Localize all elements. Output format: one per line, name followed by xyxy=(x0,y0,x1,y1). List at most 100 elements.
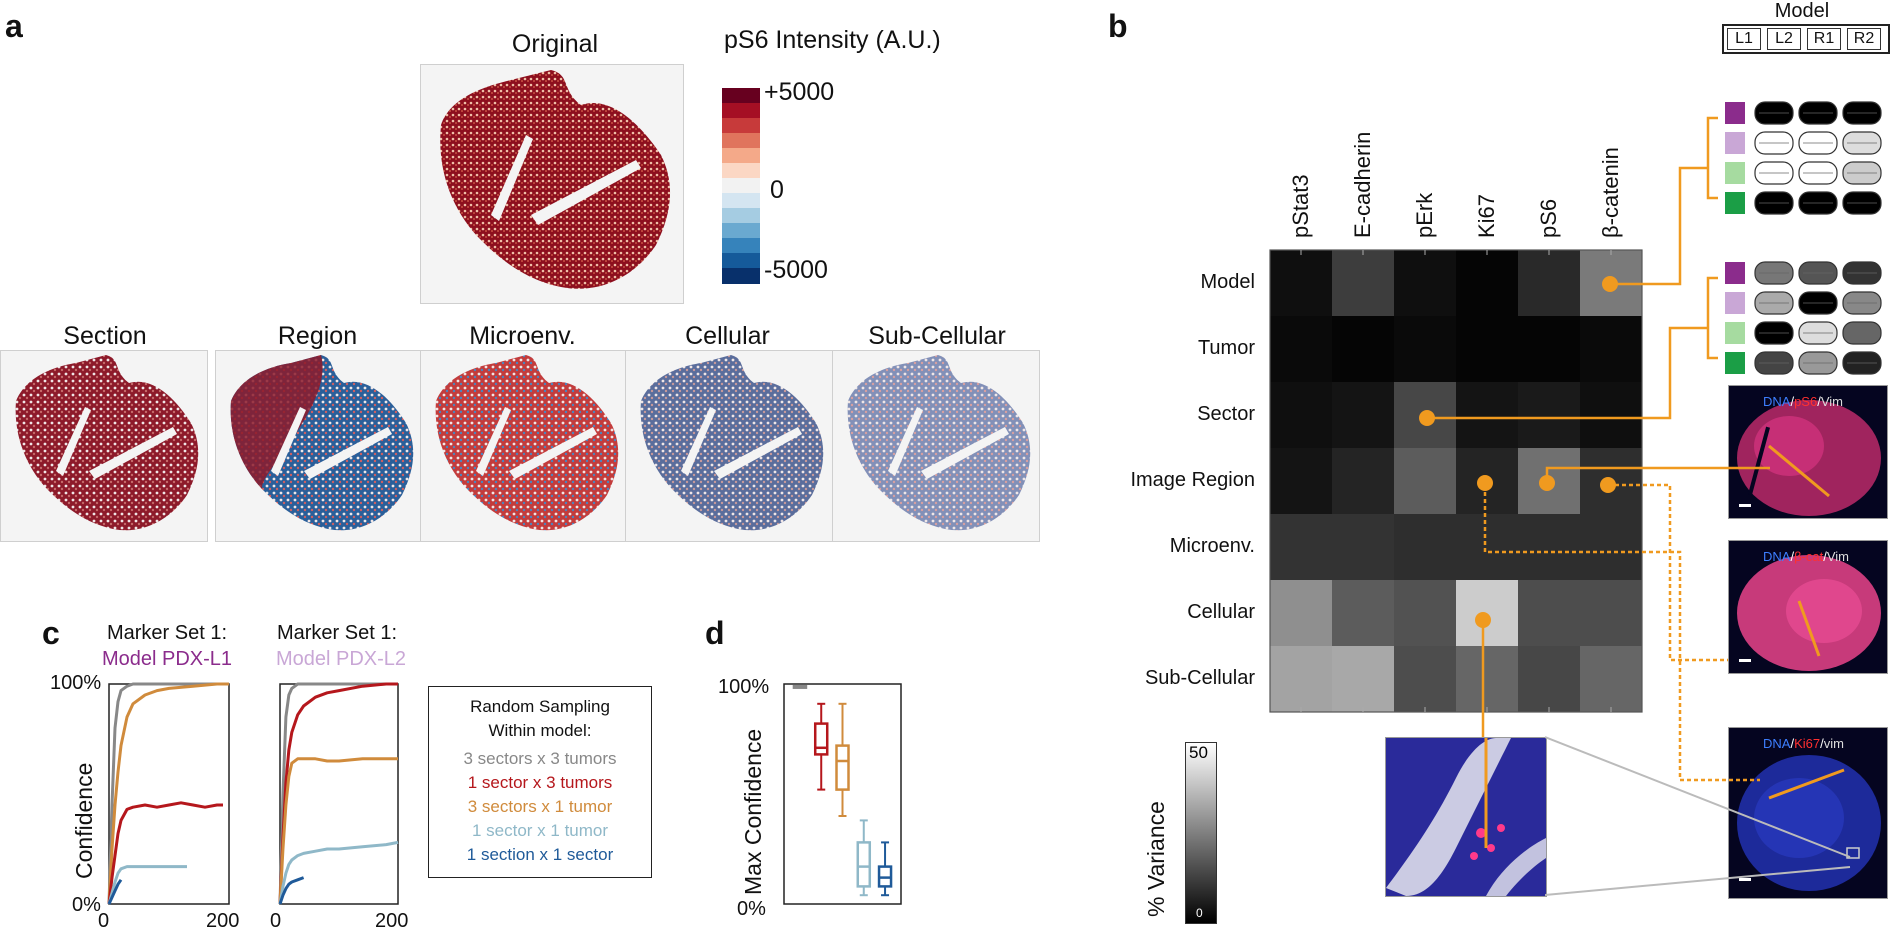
heatmap-cell xyxy=(1456,580,1518,646)
model-legend-title: Model xyxy=(1774,0,1830,22)
original-title: Original xyxy=(511,30,599,58)
thumb-cellular xyxy=(625,350,833,542)
model-chip-r2: R2 xyxy=(1847,28,1881,50)
box-body xyxy=(856,841,872,888)
heatmap-cell xyxy=(1518,382,1580,448)
heatmap-cell xyxy=(1580,514,1642,580)
heatmap-cell xyxy=(1270,514,1332,580)
heatmap-cell xyxy=(1332,316,1394,382)
heatmap-cell xyxy=(1394,580,1456,646)
heatmap-cell xyxy=(1580,316,1642,382)
colorbar-swatch xyxy=(722,133,760,149)
colorbar-swatch xyxy=(722,223,760,239)
confidence-series-line xyxy=(278,682,398,905)
heatmap-cell xyxy=(1394,316,1456,382)
thumb-region xyxy=(215,350,423,542)
sampling-legend-item: 1 sector x 3 tumors xyxy=(467,773,613,792)
heatmap-cell xyxy=(1518,514,1580,580)
heatmap-cell xyxy=(1332,646,1394,712)
model-glyph-swatch xyxy=(1725,322,1745,344)
heatmap-cell xyxy=(1394,514,1456,580)
model-glyph-swatch xyxy=(1725,162,1745,184)
heatmap-col-label: pErk xyxy=(1412,192,1437,238)
heatmap-cell xyxy=(1332,514,1394,580)
model-glyph-swatch xyxy=(1725,132,1745,154)
colorbar-swatch xyxy=(722,88,760,104)
box-ylabel: Max Confidence xyxy=(740,728,766,895)
intensity-colorbar xyxy=(722,88,760,284)
component-title-cellular: Cellular xyxy=(685,322,770,350)
chart-l1-xtick-200: 200 xyxy=(206,910,240,932)
colorbar-swatch xyxy=(722,178,760,194)
fluor-image-bcat: DNA/β-cat/Vim xyxy=(1728,540,1888,674)
heatmap-cell xyxy=(1332,382,1394,448)
heatmap-col-label: E-cadherin xyxy=(1350,132,1375,238)
heatmap-row-label: Sub-Cellular xyxy=(1144,667,1255,689)
fluor-image-ps6: DNA/pS6/Vim xyxy=(1728,385,1888,519)
colorbar-swatch xyxy=(722,163,760,179)
box-ytick-bottom: 0% xyxy=(737,898,766,920)
heatmap-row-label: Sector xyxy=(1197,403,1255,425)
sampling-legend-item: 3 sectors x 1 tumor xyxy=(467,797,613,816)
heatmap-col-label: pStat3 xyxy=(1288,174,1313,238)
heatmap-cell xyxy=(1456,646,1518,712)
model-glyph-grid xyxy=(1725,101,1882,375)
model-chip-r1: R1 xyxy=(1807,28,1841,50)
heatmap-col-label: pS6 xyxy=(1536,199,1561,238)
heatmap-row-label: Cellular xyxy=(1187,601,1255,623)
variance-colorbar-max: 50 xyxy=(1189,743,1208,762)
ki67-zoom-inset xyxy=(1385,737,1547,897)
sampling-legend-title-1: Random Sampling xyxy=(470,697,610,716)
heatmap-cell xyxy=(1270,250,1332,316)
confidence-chart-l2 xyxy=(278,682,399,905)
confidence-chart-l1 xyxy=(107,682,230,905)
heatmap-cell xyxy=(1332,448,1394,514)
model-glyph-swatch xyxy=(1725,352,1745,374)
model-legend: L1 L2 R1 R2 xyxy=(1722,24,1890,54)
colorbar-swatch xyxy=(722,253,760,269)
colorbar-swatch xyxy=(722,103,760,119)
colorbar-swatch xyxy=(722,148,760,164)
confidence-series-line xyxy=(278,757,398,905)
heatmap-cell xyxy=(1518,646,1580,712)
sampling-legend-item: 1 sector x 1 tumor xyxy=(471,821,609,840)
colorbar-tick-min: -5000 xyxy=(764,256,828,284)
zoom-connector-lines xyxy=(1545,736,1851,896)
heatmap-col-label: β-catenin xyxy=(1598,147,1623,238)
heatmap-cell xyxy=(1332,250,1394,316)
max-confidence-boxplot xyxy=(783,683,902,905)
confidence-series-line xyxy=(107,865,187,905)
thumb-microenv xyxy=(420,350,628,542)
variance-heatmap: pStat3 E-cadherin pErk Ki67 pS6 β-catenin xyxy=(1269,132,1643,713)
colorbar-tick-zero: 0 xyxy=(770,176,784,204)
component-title-subcellular: Sub-Cellular xyxy=(868,322,1006,350)
heatmap-cell xyxy=(1332,580,1394,646)
heatmap-cell xyxy=(1394,646,1456,712)
heatmap-cell xyxy=(1456,250,1518,316)
confidence-series-line xyxy=(107,682,229,905)
confidence-series-line xyxy=(278,682,398,905)
chart-l1-ytick-top: 100% xyxy=(50,672,102,694)
panel-b-label: b xyxy=(1108,8,1128,44)
colorbar-swatch xyxy=(722,118,760,134)
component-title-microenv: Microenv. xyxy=(469,322,576,350)
heatmap-cell xyxy=(1394,448,1456,514)
chart-l2-title-1: Marker Set 1: xyxy=(276,622,398,644)
model-glyph-swatch xyxy=(1725,292,1745,314)
panel-c-label: c xyxy=(42,615,60,651)
heatmap-cell xyxy=(1518,580,1580,646)
colorbar-swatch xyxy=(722,193,760,209)
box-body xyxy=(813,722,829,756)
chart-l2-xtick-0: 0 xyxy=(270,910,282,932)
sampling-legend: Random Sampling Within model: 3 sectors … xyxy=(428,686,652,878)
heatmap-cell xyxy=(1518,316,1580,382)
heatmap-cell xyxy=(1456,514,1518,580)
heatmap-cell xyxy=(1580,646,1642,712)
original-image xyxy=(420,64,684,304)
heatmap-col-label: Ki67 xyxy=(1474,194,1499,238)
confidence-series-line xyxy=(107,878,123,905)
panel-d-label: d xyxy=(705,615,725,651)
heatmap-row-label: Model xyxy=(1200,271,1255,293)
model-chip-l1: L1 xyxy=(1727,28,1761,50)
